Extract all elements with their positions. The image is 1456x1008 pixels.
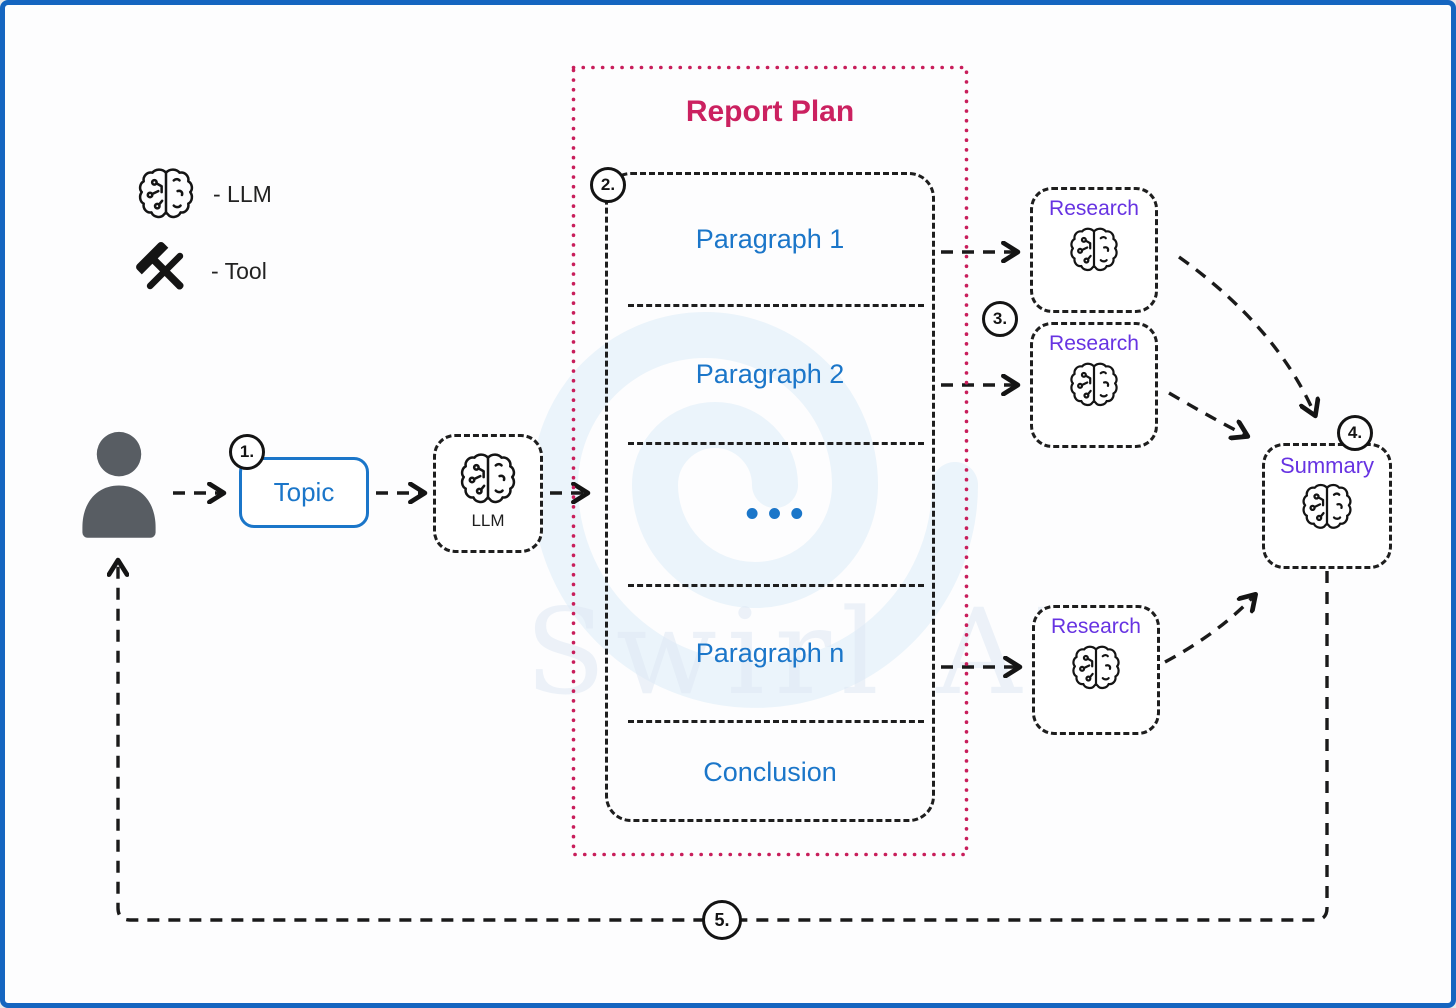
swirl-logo-watermark (531, 312, 978, 708)
legend-llm-label: - LLM (213, 180, 272, 207)
section-divider (628, 584, 924, 587)
legend-tool: - Tool (135, 241, 267, 301)
research-node-2: Research (1030, 322, 1158, 448)
report-plan-title: Report Plan (685, 95, 855, 128)
step-5-label: 5. (714, 909, 730, 930)
step-3-label: 3. (992, 309, 1008, 328)
report-plan-dotted-frame (571, 65, 969, 857)
person-icon (77, 428, 161, 543)
step-badge-2: 2. (590, 167, 626, 203)
research-node-label: Research (1049, 197, 1139, 220)
research-node-label: Research (1049, 332, 1139, 355)
llm-node: LLM (433, 434, 543, 553)
research-node-label: Research (1051, 615, 1141, 638)
step-1-label: 1. (239, 442, 255, 461)
brain-icon (1069, 641, 1123, 695)
brain-icon (1067, 223, 1121, 277)
legend-llm: - LLM (135, 163, 272, 225)
brain-icon (135, 163, 197, 225)
topic-node: Topic (239, 457, 369, 528)
legend-tool-label: - Tool (211, 257, 267, 284)
research-node-1: Research (1030, 187, 1158, 313)
step-badge-4: 4. (1337, 415, 1373, 451)
brain-icon (1299, 479, 1355, 535)
summary-node: Summary (1262, 443, 1392, 569)
section-divider (628, 720, 924, 723)
brain-icon (1067, 358, 1121, 412)
step-badge-3: 3. (982, 301, 1018, 337)
plan-section-conclusion: Conclusion (703, 757, 837, 787)
hammer-wrench-icon (135, 241, 195, 301)
plan-section-paragraph-n: Paragraph n (695, 638, 845, 668)
plan-section-paragraph-1: Paragraph 1 (695, 224, 845, 254)
report-plan-list: Paragraph 1 Paragraph 2 ••• Paragraph n … (605, 172, 935, 822)
section-divider (628, 442, 924, 445)
research-node-3: Research (1032, 605, 1160, 735)
plan-section-paragraph-2: Paragraph 2 (695, 359, 845, 389)
summary-node-label: Summary (1279, 453, 1375, 478)
brain-icon (457, 448, 519, 510)
plan-section-ellipsis: ••• (745, 493, 813, 535)
llm-node-label: LLM (471, 511, 505, 530)
step-2-label: 2. (600, 175, 616, 194)
watermark-text: Swirl AI (525, 583, 1089, 721)
section-divider (628, 304, 924, 307)
topic-label: Topic (273, 477, 335, 507)
step-4-label: 4. (1347, 423, 1363, 442)
step-badge-1: 1. (229, 434, 265, 470)
report-plan-container: Report Plan Paragraph 1 Paragraph 2 ••• … (573, 67, 967, 855)
step-badge-5: 5. (702, 900, 742, 940)
